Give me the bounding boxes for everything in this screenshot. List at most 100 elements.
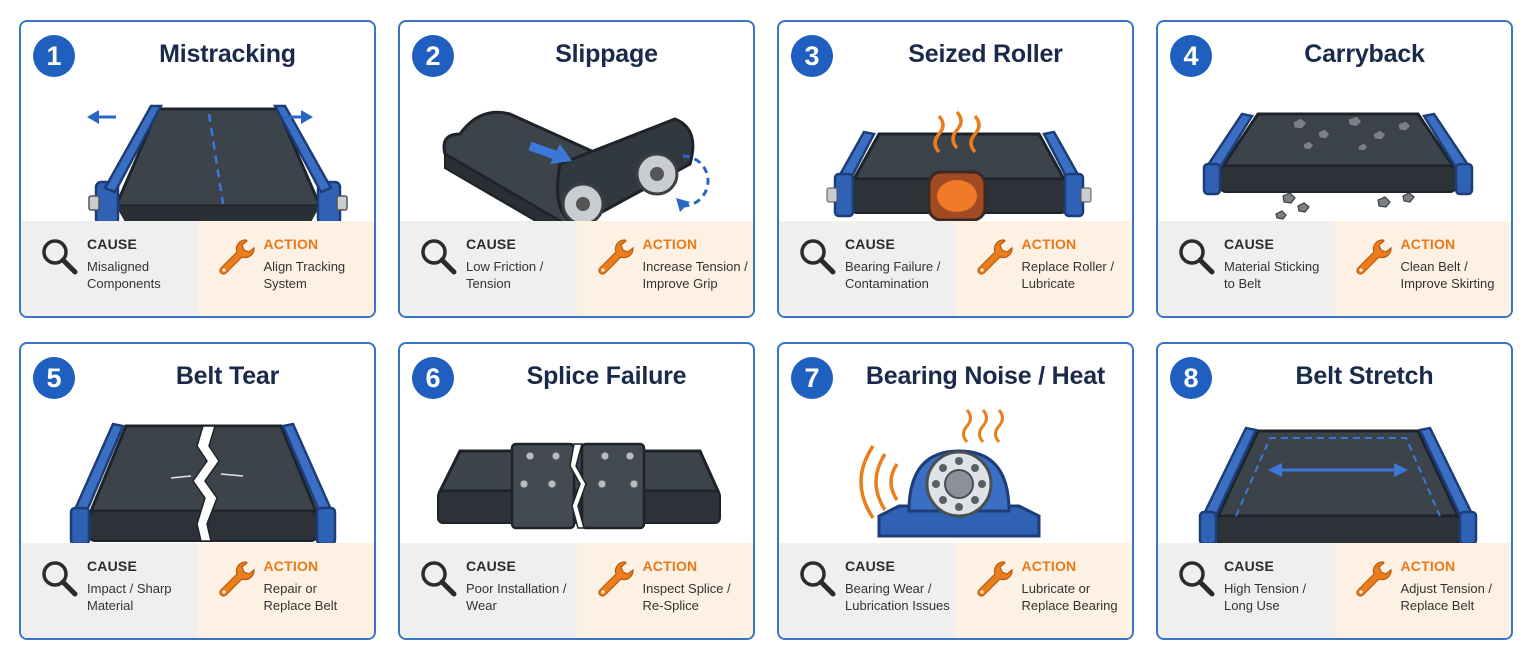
action-section: ACTION Inspect Splice /Re-Splice [576,543,753,638]
card-number: 4 [1170,35,1212,77]
action-section: ACTION Increase Tension /Improve Grip [576,221,753,316]
magnifier-icon [39,558,79,598]
carryback-icon [1202,112,1474,220]
card-number: 5 [33,357,75,399]
card-bearing-noise-heat: 7 Bearing Noise / Heat CAUSE Bearing W [777,342,1134,640]
card-title: Belt Tear [175,362,280,390]
card-number: 8 [1170,357,1212,399]
cause-action-panel: CAUSE Poor Installation /Wear ACTION Ins… [400,543,753,638]
magnifier-icon [1176,236,1216,276]
action-section: ACTION Adjust Tension /Replace Belt [1334,543,1511,638]
cause-text: Poor Installation /Wear [466,581,567,613]
action-label: ACTION [642,236,698,252]
cause-section: CAUSE High Tension /Long Use [1158,543,1335,638]
belt-slippage-icon [442,110,710,222]
cause-label: CAUSE [845,236,896,252]
cause-text: High Tension /Long Use [1224,581,1307,613]
wrench-icon [1353,236,1393,276]
magnifier-icon [797,558,837,598]
card-splice-failure: 6 Splice Failure CAUSE Poor Installation… [398,342,755,640]
cause-section: CAUSE Bearing Failure /Contamination [779,221,956,316]
wrench-icon [974,236,1014,276]
cause-action-panel: CAUSE Bearing Failure /Contamination ACT… [779,221,1132,316]
cause-section: CAUSE Bearing Wear /Lubrication Issues [779,543,956,638]
card-title: Mistracking [159,40,296,68]
card-number: 6 [412,357,454,399]
action-text: Replace Roller /Lubricate [1021,259,1115,291]
wrench-icon [595,236,635,276]
card-title: Belt Stretch [1295,362,1434,390]
belt-tear-icon [69,422,337,544]
wrench-icon [1353,558,1393,598]
card-number: 2 [412,35,454,77]
cause-label: CAUSE [1224,236,1275,252]
cause-text: Bearing Failure /Contamination [845,259,941,291]
action-text: Inspect Splice /Re-Splice [642,581,731,613]
cause-section: CAUSE Poor Installation /Wear [400,543,577,638]
magnifier-icon [39,236,79,276]
card-title: Bearing Noise / Heat [865,362,1106,390]
action-label: ACTION [263,236,319,252]
action-text: Clean Belt /Improve Skirting [1400,259,1495,291]
action-label: ACTION [1021,558,1077,574]
action-label: ACTION [1400,236,1456,252]
action-label: ACTION [642,558,698,574]
bearing-noise-icon [859,409,1041,538]
card-carryback: 4 Carryback [1156,20,1513,318]
wrench-icon [216,236,256,276]
cause-text: Low Friction /Tension [466,259,544,291]
cause-action-panel: CAUSE Low Friction /Tension ACTION Incre… [400,221,753,316]
card-slippage: 2 Slippage CAUSE Low Friction /Tension [398,20,755,318]
cause-label: CAUSE [1224,558,1275,574]
cause-action-panel: CAUSE High Tension /Long Use ACTION Adju… [1158,543,1511,638]
cause-action-panel: CAUSE Bearing Wear /Lubrication Issues A… [779,543,1132,638]
card-belt-stretch: 8 Belt Stretch CAUSE High Tension /Long … [1156,342,1513,640]
magnifier-icon [418,236,458,276]
cause-label: CAUSE [466,558,517,574]
wrench-icon [595,558,635,598]
wrench-icon [974,558,1014,598]
action-label: ACTION [1400,558,1456,574]
magnifier-icon [797,236,837,276]
action-label: ACTION [263,558,319,574]
action-text: Adjust Tension /Replace Belt [1400,581,1493,613]
cause-section: CAUSE Low Friction /Tension [400,221,577,316]
card-number: 1 [33,35,75,77]
splice-failure-icon [437,442,721,530]
card-title: Slippage [555,40,658,68]
wrench-icon [216,558,256,598]
seized-roller-icon [826,110,1092,222]
belt-mistracking-icon [87,84,376,222]
action-label: ACTION [1021,236,1077,252]
card-title: Splice Failure [526,362,687,390]
action-section: ACTION Clean Belt /Improve Skirting [1334,221,1511,316]
card-title: Seized Roller [908,40,1063,68]
card-number: 7 [791,357,833,399]
card-seized-roller: 3 Seized Roller CAUSE Bearing Failure /C… [777,20,1134,318]
action-section: ACTION Replace Roller /Lubricate [955,221,1132,316]
card-title: Carryback [1304,40,1425,68]
belt-stretch-icon [1198,426,1478,544]
cause-label: CAUSE [87,236,138,252]
cause-label: CAUSE [466,236,517,252]
card-number: 3 [791,35,833,77]
cause-text: Bearing Wear /Lubrication Issues [845,581,950,613]
